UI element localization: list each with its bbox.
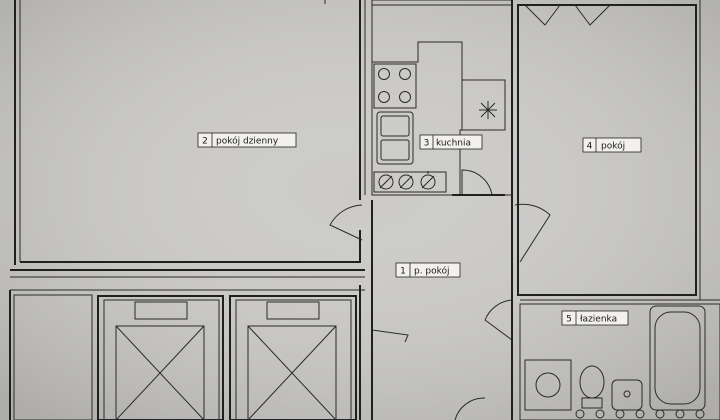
room-number: 4 xyxy=(587,142,593,152)
room-name: kuchnia xyxy=(436,139,471,149)
bathtub-icon xyxy=(649,305,706,411)
stove-burner-icon xyxy=(378,68,390,80)
room-label-5: 5 łazienka xyxy=(561,310,629,326)
room-name: p. pokój xyxy=(414,266,450,277)
door-swing-icon xyxy=(454,397,486,420)
stove xyxy=(373,63,417,109)
washing-machine-drum xyxy=(535,372,561,398)
toilet-tank xyxy=(581,397,603,409)
sink-icon xyxy=(376,111,414,165)
room-4-outline xyxy=(517,4,697,296)
room-label-2: 2 pokój dzienny xyxy=(197,132,297,148)
living-room-bottom-wall xyxy=(20,230,361,263)
door-swing-icon xyxy=(484,299,513,341)
stove-burner-icon xyxy=(399,91,411,103)
door-swing-icon xyxy=(371,329,409,343)
washbasin-icon xyxy=(611,379,643,411)
elevator-shaft xyxy=(229,295,357,420)
kitchen-counter xyxy=(371,41,506,195)
elevator-shaft-inner xyxy=(103,299,220,420)
appliance-strip xyxy=(373,171,447,193)
elevator-shaft-inner xyxy=(235,299,352,420)
balcony-door-icon xyxy=(574,4,611,26)
room-label-1: 1 p. pokój xyxy=(395,262,461,278)
sink-basin xyxy=(380,115,410,137)
room-number: 1 xyxy=(400,267,406,277)
room-number: 5 xyxy=(566,315,572,325)
burner-icon xyxy=(378,174,394,190)
washbasin-drain xyxy=(623,390,631,398)
vent-star-icon xyxy=(479,101,497,119)
room-name: łazienka xyxy=(580,315,617,325)
bathroom-outline xyxy=(519,303,720,420)
room-label-4: 4 pokój xyxy=(582,137,642,153)
door-swing-icon xyxy=(329,204,363,241)
room-number: 2 xyxy=(202,137,208,147)
storage-cell xyxy=(13,294,93,420)
elevator-door xyxy=(134,301,188,320)
sink-basin xyxy=(380,139,410,161)
elevator-shaft xyxy=(97,295,224,420)
room-name: pokój dzienny xyxy=(216,136,279,147)
stove-burner-icon xyxy=(378,91,390,103)
door-swing-icon xyxy=(461,169,493,196)
room-name: pokój xyxy=(601,141,625,152)
burner-icon xyxy=(398,174,414,190)
burner-icon xyxy=(420,174,436,190)
washing-machine-icon xyxy=(524,359,572,411)
elevator-door xyxy=(266,301,320,320)
balcony-door-icon xyxy=(524,4,561,26)
room-label-3: 3 kuchnia xyxy=(419,134,483,150)
elevator-cabin xyxy=(115,325,205,420)
bathtub-inner xyxy=(654,311,701,405)
room-number: 3 xyxy=(424,139,430,149)
elevator-cabin xyxy=(247,325,337,420)
stove-burner-icon xyxy=(399,68,411,80)
